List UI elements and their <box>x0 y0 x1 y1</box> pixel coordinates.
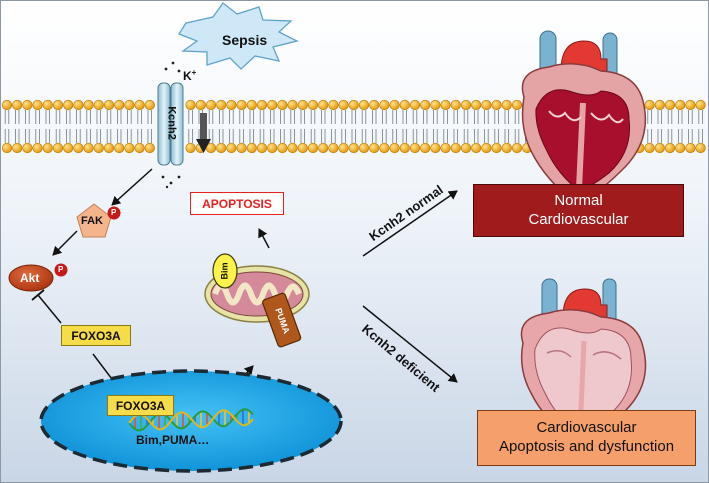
sepsis-label: Sepsis <box>222 32 268 48</box>
akt-phospho-label: P <box>58 265 64 274</box>
outcome-deficient-line2: Apoptosis and dysfunction <box>498 438 675 455</box>
heart-normal-icon <box>521 30 647 204</box>
dna-helix-icon <box>128 408 254 432</box>
fak-label: FAK <box>81 215 103 227</box>
outcome-deficient-box: Cardiovascular Apoptosis and dysfunction <box>477 410 696 466</box>
arrow-mitochondrion-to-apoptosis <box>258 228 270 249</box>
outcome-normal-box: Normal Cardiovascular <box>473 184 684 237</box>
arrow-branch-deficient <box>362 305 458 383</box>
akt-phospho-dot <box>54 263 68 277</box>
arrow-branch-normal <box>362 190 458 257</box>
akt-label: Akt <box>20 271 40 285</box>
outcome-deficient-line1: Cardiovascular <box>536 419 637 437</box>
potassium-label: K+ <box>183 68 197 83</box>
potassium-channel-icon <box>157 61 184 189</box>
bim-label: Bim <box>219 262 230 280</box>
bim-ellipse <box>212 253 238 289</box>
arrow-fak-to-akt <box>52 230 78 256</box>
akt-ellipse <box>8 264 54 292</box>
nucleus-genes-label: Bim,PUMA… <box>136 433 210 447</box>
inhibition-akt-foxo3a <box>31 289 62 324</box>
potassium-efflux-arrow <box>196 113 211 153</box>
arrow-channel-to-fak <box>111 168 153 206</box>
fak-phospho-label: P <box>111 208 117 217</box>
puma-rectangle <box>262 292 302 348</box>
outcome-normal-line1: Normal <box>554 191 603 209</box>
outcome-normal-line2: Cardiovascular <box>528 210 629 228</box>
apoptosis-box: APOPTOSIS <box>190 192 284 215</box>
foxo3a-nucleus-box: FOXO3A <box>107 395 174 416</box>
fak-phospho-dot <box>107 206 121 220</box>
foxo3a-cytoplasm-box: FOXO3A <box>61 325 131 346</box>
kcnh2-channel-label: Kcnh2 <box>165 106 178 140</box>
sepsis-star-icon <box>178 2 299 70</box>
mitochondrion-icon <box>204 253 310 348</box>
